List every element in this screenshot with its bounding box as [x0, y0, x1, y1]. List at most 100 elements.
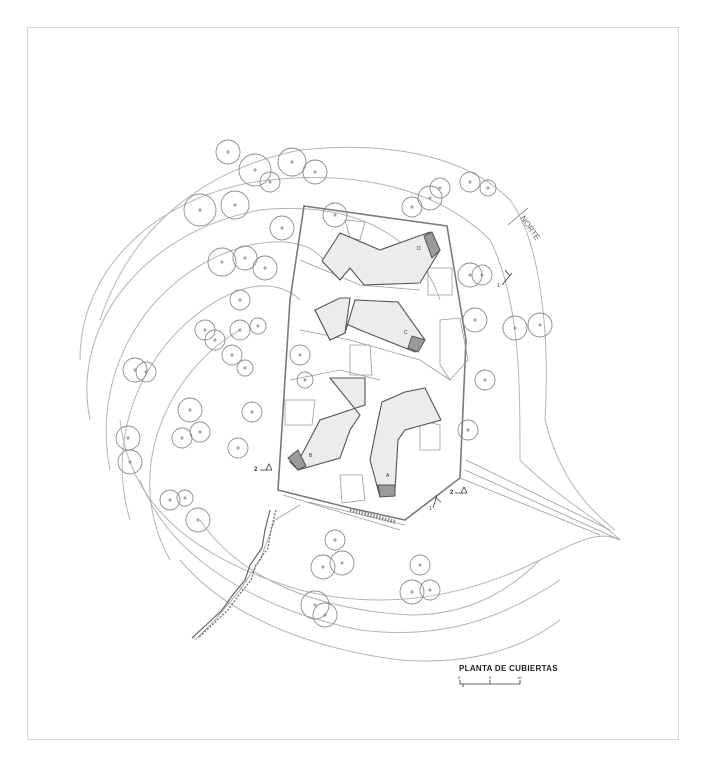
tree-canopy [409, 554, 431, 576]
tree-trunk [168, 498, 172, 502]
tree-trunk [321, 565, 325, 569]
tree-canopy [462, 307, 488, 333]
building-label-b: B [309, 453, 313, 459]
tree-canopy [236, 359, 254, 377]
tree-canopy [502, 315, 528, 341]
tree-trunk [280, 226, 284, 230]
section-marker-2-left: 2 [254, 467, 258, 473]
tree-canopy [171, 427, 193, 449]
section-marker-1-bottom: 1 [429, 506, 432, 512]
tree-canopy [185, 507, 211, 533]
tree-trunk [268, 180, 272, 184]
building-label-d: D [417, 246, 421, 252]
drawing-frame [27, 27, 679, 740]
tree-trunk [538, 323, 542, 327]
tree-canopy [215, 139, 241, 165]
tree-trunk [290, 160, 294, 164]
tree-trunk [250, 410, 254, 414]
tree-canopy [220, 190, 250, 220]
tree-canopy [207, 247, 237, 277]
trees [115, 139, 553, 628]
tree-canopy [296, 371, 314, 389]
tree-canopy [241, 401, 263, 423]
tree-trunk [256, 324, 260, 328]
tree-trunk [183, 496, 187, 500]
tree-canopy [324, 529, 346, 551]
tree-trunk [468, 180, 472, 184]
tree-trunk [213, 338, 217, 342]
inner-paths [284, 219, 469, 504]
tree-trunk [236, 446, 240, 450]
north-label: NORTE [518, 214, 541, 242]
tree-canopy [159, 489, 181, 511]
tree-trunk [253, 168, 257, 172]
tree-canopy [117, 449, 143, 475]
tree-trunk [313, 603, 317, 607]
tree-trunk [466, 428, 470, 432]
tree-trunk [220, 260, 224, 264]
drawing-title: PLANTA DE CUBIERTAS [459, 664, 558, 673]
tree-trunk [230, 353, 234, 357]
tree-canopy [189, 421, 211, 443]
scale-tick-0: 0 [458, 675, 461, 680]
tree-trunk [203, 328, 207, 332]
tree-trunk [243, 366, 247, 370]
section-marker-1-top: 1 [497, 283, 500, 289]
tree-trunk [313, 170, 317, 174]
tree-trunk [480, 273, 484, 277]
building-label-a: A [386, 473, 390, 479]
tree-canopy [232, 245, 258, 271]
tree-canopy [479, 179, 497, 197]
tree-trunk [483, 378, 487, 382]
tree-trunk [473, 318, 477, 322]
tree-canopy [302, 159, 328, 185]
tree-trunk [238, 328, 242, 332]
scale-bar: 0 5 10 [458, 675, 522, 687]
building-a: A [369, 387, 442, 498]
tree-canopy [252, 255, 278, 281]
tree-trunk [128, 460, 132, 464]
tree-trunk [410, 205, 414, 209]
scale-tick-5: 5 [489, 675, 492, 680]
tree-canopy [221, 344, 243, 366]
tree-canopy [310, 554, 336, 580]
tree-canopy [417, 185, 443, 211]
building-label-c: C [404, 330, 408, 336]
tree-canopy [204, 329, 226, 351]
tree-canopy [177, 397, 203, 423]
tree-canopy [527, 312, 553, 338]
tree-trunk [188, 408, 192, 412]
tree-trunk [126, 436, 130, 440]
tree-trunk [340, 561, 344, 565]
north-indicator: NORTE [507, 207, 542, 242]
tree-trunk [428, 196, 432, 200]
tree-canopy [322, 202, 348, 228]
tree-trunk [428, 588, 432, 592]
stairs-path [191, 508, 396, 639]
tree-canopy [249, 317, 267, 335]
building-d: D [321, 231, 441, 286]
tree-canopy [229, 289, 251, 311]
tree-canopy [419, 579, 441, 601]
tree-canopy [300, 590, 330, 620]
tree-canopy [227, 437, 249, 459]
tree-canopy [457, 419, 479, 441]
tree-canopy [329, 550, 355, 576]
tree-canopy [115, 425, 141, 451]
tree-trunk [303, 378, 307, 382]
tree-trunk [333, 213, 337, 217]
tree-trunk [226, 150, 230, 154]
tree-canopy [269, 215, 295, 241]
tree-canopy [238, 153, 272, 187]
tree-trunk [323, 613, 327, 617]
contour-lines [79, 146, 621, 662]
tree-trunk [196, 518, 200, 522]
scale-tick-10: 10 [517, 675, 522, 680]
tree-canopy [277, 147, 307, 177]
tree-trunk [198, 208, 202, 212]
tree-canopy [229, 319, 251, 341]
tree-canopy [457, 262, 483, 288]
site-boundary [194, 205, 621, 641]
tree-trunk [418, 563, 422, 567]
